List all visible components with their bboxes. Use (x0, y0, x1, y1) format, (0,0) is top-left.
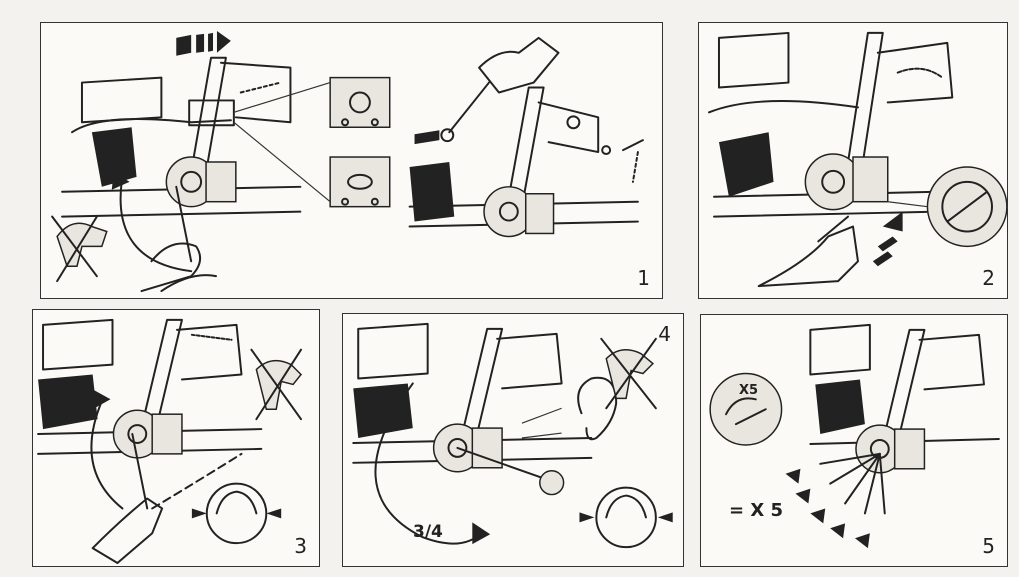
impact-wrench-crossed-icon (600, 337, 657, 410)
rotation-arrow-icon (872, 211, 903, 267)
step-4-panel: 3/4 4 (342, 313, 684, 567)
impact-wrench-crossed-icon (51, 215, 108, 283)
x5-equals-label: = X 5 (729, 500, 784, 521)
hand-icon (91, 497, 164, 565)
step-1-number: 1 (637, 266, 650, 290)
step-1-illustration (51, 30, 644, 293)
step-2-panel: 2 (698, 22, 1008, 299)
brake-adjuster-icon (432, 327, 563, 473)
brake-adjuster-icon (112, 318, 243, 459)
gear-detail-callout (887, 166, 1007, 248)
step-1-panel: 1 (40, 22, 663, 299)
step-3-panel: 3 (32, 309, 320, 567)
brake-shoe-icon (579, 486, 673, 549)
ear-icon (521, 376, 618, 441)
detail-callout-top (233, 76, 391, 128)
x5-circle-label: X5 (739, 383, 759, 398)
hand-icon (478, 36, 560, 94)
step-3-number: 3 (294, 534, 307, 558)
step-4-illustration (352, 322, 673, 549)
step-3-illustration (37, 318, 303, 565)
wrench-icon (175, 185, 193, 263)
step-5-panel: X5 = X 5 5 (700, 314, 1008, 567)
hand-icon (140, 242, 217, 293)
rotation-arrow-icon (176, 30, 231, 56)
brake-shoe-icon (191, 482, 282, 545)
axle-frame (809, 323, 1000, 445)
detail-callout-bottom (233, 121, 391, 208)
step-2-number: 2 (982, 266, 995, 290)
wrench-icon (414, 81, 490, 145)
brake-adjuster-icon (804, 31, 954, 211)
hand-icon (757, 215, 859, 288)
step-4-number: 4 (658, 322, 671, 346)
brake-adjuster-icon (855, 328, 985, 474)
brake-adjuster-icon (165, 56, 292, 208)
wrench-fan-icon (819, 452, 886, 515)
impact-wrench-crossed-icon (250, 348, 303, 421)
rotation-arrow-icon (785, 468, 870, 549)
step-5-number: 5 (982, 534, 995, 558)
three-quarter-label: 3/4 (413, 522, 443, 542)
step-2-illustration (708, 31, 1007, 288)
step-5-illustration (709, 323, 1000, 549)
brake-adjuster-icon (483, 86, 600, 238)
wrench-icon (456, 446, 565, 496)
clevis-pin-parts (601, 139, 644, 183)
x5-detail-circle (709, 372, 783, 446)
wrench-icon (131, 433, 149, 510)
